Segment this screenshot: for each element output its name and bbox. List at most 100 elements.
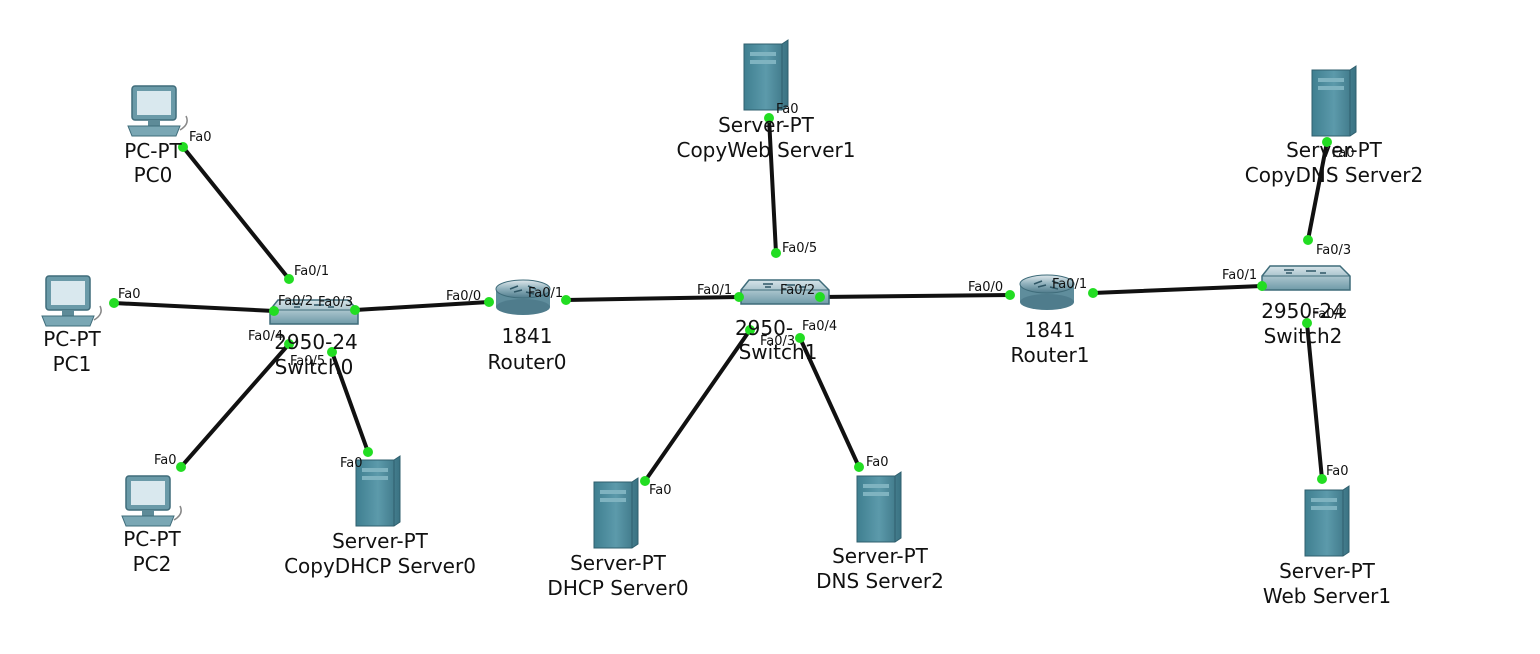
pc-icon bbox=[127, 85, 188, 137]
port-dot bbox=[745, 325, 755, 335]
link-copyweb-switch1[interactable] bbox=[767, 116, 778, 255]
port-label: Fa0 bbox=[189, 130, 212, 145]
device-name-label: Switch2 bbox=[1264, 324, 1343, 348]
port-dot bbox=[764, 113, 774, 123]
port-dot bbox=[771, 248, 781, 258]
device-router0[interactable] bbox=[495, 279, 551, 315]
device-name-label: PC1 bbox=[53, 352, 92, 376]
port-label: Fa0/3 bbox=[760, 334, 795, 349]
port-dot bbox=[1005, 290, 1015, 300]
device-labels-layer: PC-PT PC0 PC-PT PC1 PC-PT PC2 2950-24 Sw… bbox=[43, 113, 1423, 608]
link-router0-switch1[interactable] bbox=[564, 295, 741, 302]
link-router1-switch2[interactable] bbox=[1091, 284, 1264, 295]
device-type-label: PC-PT bbox=[124, 139, 182, 163]
link-pc1-switch0[interactable] bbox=[112, 301, 276, 313]
port-dot bbox=[363, 447, 373, 457]
port-dot bbox=[1322, 137, 1332, 147]
switch-icon bbox=[740, 279, 830, 305]
server-icon bbox=[593, 477, 639, 549]
port-dot bbox=[854, 462, 864, 472]
link-copydhcp-switch0[interactable] bbox=[330, 350, 370, 454]
device-type-label: Server-PT bbox=[1286, 138, 1383, 162]
link-pc0-switch0[interactable] bbox=[181, 145, 291, 281]
device-dns-server2[interactable] bbox=[856, 471, 902, 543]
device-name-label: DHCP Server0 bbox=[547, 576, 688, 600]
port-dot bbox=[1303, 235, 1313, 245]
device-copydns-server2[interactable] bbox=[1311, 65, 1357, 137]
device-name-label: CopyDHCP Server0 bbox=[284, 554, 476, 578]
port-label: Fa0/3 bbox=[1316, 243, 1351, 258]
port-label: Fa0 bbox=[154, 453, 177, 468]
device-web-server1[interactable] bbox=[1304, 485, 1350, 557]
router-icon bbox=[495, 279, 551, 315]
device-dhcp-server0[interactable] bbox=[593, 477, 639, 549]
port-label: Fa0/0 bbox=[968, 280, 1003, 295]
port-label: Fa0 bbox=[866, 455, 889, 470]
port-label: Fa0/3 bbox=[318, 295, 353, 310]
port-dot bbox=[1302, 318, 1312, 328]
device-name-label: DNS Server2 bbox=[816, 569, 944, 593]
port-label: Fa0/2 bbox=[278, 294, 313, 309]
port-dot bbox=[327, 347, 337, 357]
device-switch2[interactable] bbox=[1261, 265, 1351, 291]
port-label: Fa0 bbox=[340, 456, 363, 471]
link-web-switch2[interactable] bbox=[1305, 321, 1324, 481]
device-type-label: Server-PT bbox=[832, 544, 929, 568]
link-switch0-router0[interactable] bbox=[353, 300, 491, 312]
links-layer bbox=[112, 116, 1329, 483]
device-name-label: Router0 bbox=[487, 350, 566, 374]
device-name-label: CopyWeb Server1 bbox=[676, 138, 855, 162]
port-dot bbox=[269, 306, 279, 316]
device-name-label: PC0 bbox=[134, 163, 173, 187]
port-label: Fa0/1 bbox=[294, 264, 329, 279]
device-pc0[interactable] bbox=[127, 85, 188, 137]
device-type-label: PC-PT bbox=[43, 327, 101, 351]
port-label: Fa0/4 bbox=[802, 319, 837, 334]
device-pc2[interactable] bbox=[121, 475, 182, 527]
device-type-label: 2950- bbox=[735, 316, 793, 340]
port-dot bbox=[795, 333, 805, 343]
switch-icon bbox=[1261, 265, 1351, 291]
device-type-label: 2950-24 bbox=[1261, 299, 1345, 323]
device-name-label: Switch1 bbox=[739, 340, 818, 364]
port-dot bbox=[350, 305, 360, 315]
device-name-label: Router1 bbox=[1010, 343, 1089, 367]
device-switch1[interactable] bbox=[740, 279, 830, 305]
link-copydns-switch2[interactable] bbox=[1306, 140, 1329, 242]
port-label: Fa0 bbox=[1332, 146, 1355, 161]
device-type-label: 2950-24 bbox=[274, 330, 358, 354]
device-type-label: PC-PT bbox=[123, 527, 181, 551]
device-copydhcp-server0[interactable] bbox=[355, 455, 401, 527]
server-icon bbox=[856, 471, 902, 543]
port-dot bbox=[176, 462, 186, 472]
pc-icon bbox=[121, 475, 182, 527]
device-name-label: Web Server1 bbox=[1263, 584, 1391, 608]
server-icon bbox=[743, 39, 789, 111]
port-label: Fa0/0 bbox=[446, 289, 481, 304]
port-dots-layer bbox=[109, 113, 1332, 486]
port-label: Fa0/1 bbox=[1052, 277, 1087, 292]
link-dns-switch1[interactable] bbox=[798, 336, 861, 469]
link-dhcp-switch1[interactable] bbox=[643, 328, 752, 483]
server-icon bbox=[355, 455, 401, 527]
link-pc2-switch0[interactable] bbox=[179, 342, 291, 469]
port-label: Fa0 bbox=[1326, 464, 1349, 479]
device-type-label: Server-PT bbox=[718, 113, 815, 137]
link-switch1-router1[interactable] bbox=[818, 293, 1012, 299]
device-router1[interactable] bbox=[1019, 274, 1075, 310]
device-type-label: 1841 bbox=[1025, 318, 1076, 342]
port-dot bbox=[284, 274, 294, 284]
device-pc1[interactable] bbox=[41, 275, 102, 327]
device-name-label: CopyDNS Server2 bbox=[1245, 163, 1423, 187]
port-label: Fa0/1 bbox=[697, 283, 732, 298]
device-name-label: Switch0 bbox=[275, 355, 354, 379]
device-type-label: Server-PT bbox=[570, 551, 667, 575]
port-label: Fa0/1 bbox=[1222, 268, 1257, 283]
port-dot bbox=[640, 476, 650, 486]
port-label: Fa0/2 bbox=[1312, 307, 1347, 322]
device-copyweb-server1[interactable] bbox=[743, 39, 789, 111]
port-label: Fa0 bbox=[649, 483, 672, 498]
port-dot bbox=[109, 298, 119, 308]
router-icon bbox=[1019, 274, 1075, 310]
device-type-label: 1841 bbox=[502, 324, 553, 348]
